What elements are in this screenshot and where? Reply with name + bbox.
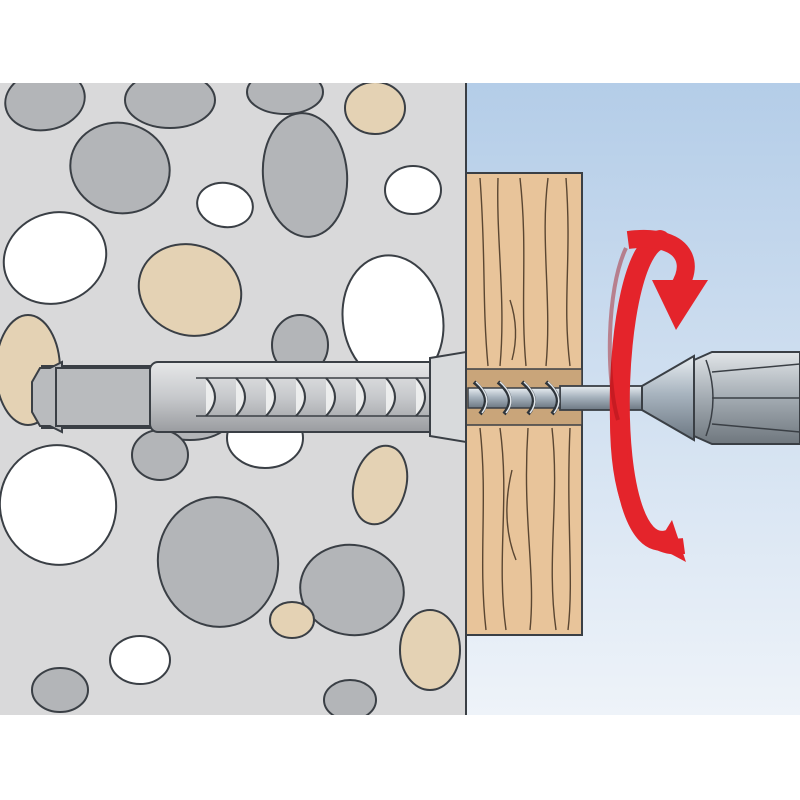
grain-line [519,177,527,367]
grain-line [506,469,517,561]
grain-line [525,427,533,631]
stone [137,243,243,337]
stone [384,165,442,215]
grain-line [544,177,549,367]
grain-line [479,427,487,631]
grain-line [509,299,517,361]
stone [4,83,86,132]
stone [299,543,405,637]
grain-line [567,427,572,631]
rib [235,377,246,417]
grain-line [551,427,557,631]
rib [385,377,396,417]
rib [325,377,336,417]
rib [265,377,276,417]
wall-plug-anchor [31,350,467,444]
rib [205,377,216,417]
rib [295,377,306,417]
stone [196,181,254,229]
screwdriver [693,351,800,445]
grain-line [565,177,571,367]
wood-grain [479,177,572,631]
stone [399,609,461,691]
rib [355,377,366,417]
stone [124,83,216,129]
stone [131,429,189,481]
rotation-arrow-icon [607,229,708,562]
stone [323,679,377,715]
thread-highlight [499,381,512,414]
rib [415,377,426,417]
grain-line [499,427,507,631]
stone [109,635,171,685]
thread-coil [496,380,512,416]
stone [31,667,89,713]
stone [261,112,349,238]
anchor-ribs [196,377,430,417]
stone [246,83,324,115]
grain-line [479,177,489,367]
stone [0,444,118,566]
thread-highlight [547,381,560,414]
thread-coil [544,380,560,416]
thread-coil [520,380,536,416]
stone [344,83,406,135]
stone [269,601,315,639]
thread-highlight [523,381,536,414]
stone [2,211,108,305]
screw-head [641,354,695,442]
thread-coil [472,380,488,416]
screw [467,354,695,442]
stone [156,496,280,628]
thread-highlight [475,381,488,414]
stone [69,121,171,215]
stone [351,444,409,526]
grain-line [497,177,503,367]
screw-thread-coils [472,380,560,416]
aggregate-stones [0,83,461,715]
